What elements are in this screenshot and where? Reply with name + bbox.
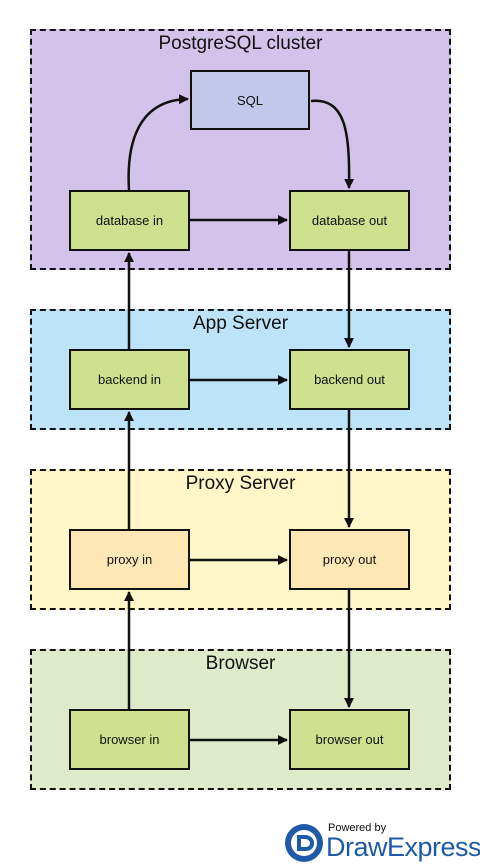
node-proxy-in[interactable]: proxy in [69, 529, 190, 590]
node-browser-in[interactable]: browser in [69, 709, 190, 770]
node-browser-out[interactable]: browser out [289, 709, 410, 770]
drawexpress-watermark: Powered by DrawExpress [284, 820, 480, 866]
group-title-postgresql: PostgreSQL cluster [158, 33, 323, 54]
group-title-proxy-server: Proxy Server [185, 473, 296, 494]
group-title-app-server: App Server [192, 313, 289, 334]
arrow-database-in-to-sql [127, 94, 189, 191]
arrow-sql-to-database-out [310, 99, 355, 189]
node-sql[interactable]: SQL [190, 70, 310, 130]
powered-by-label: Powered by [328, 822, 387, 834]
node-database-in[interactable]: database in [69, 190, 190, 251]
node-backend-out[interactable]: backend out [289, 349, 410, 410]
brand-name: DrawExpress [326, 832, 480, 862]
node-database-out[interactable]: database out [289, 190, 410, 251]
node-proxy-out[interactable]: proxy out [289, 529, 410, 590]
node-backend-in[interactable]: backend in [69, 349, 190, 410]
drawexpress-logo-icon [285, 824, 323, 862]
group-title-browser: Browser [205, 653, 276, 674]
